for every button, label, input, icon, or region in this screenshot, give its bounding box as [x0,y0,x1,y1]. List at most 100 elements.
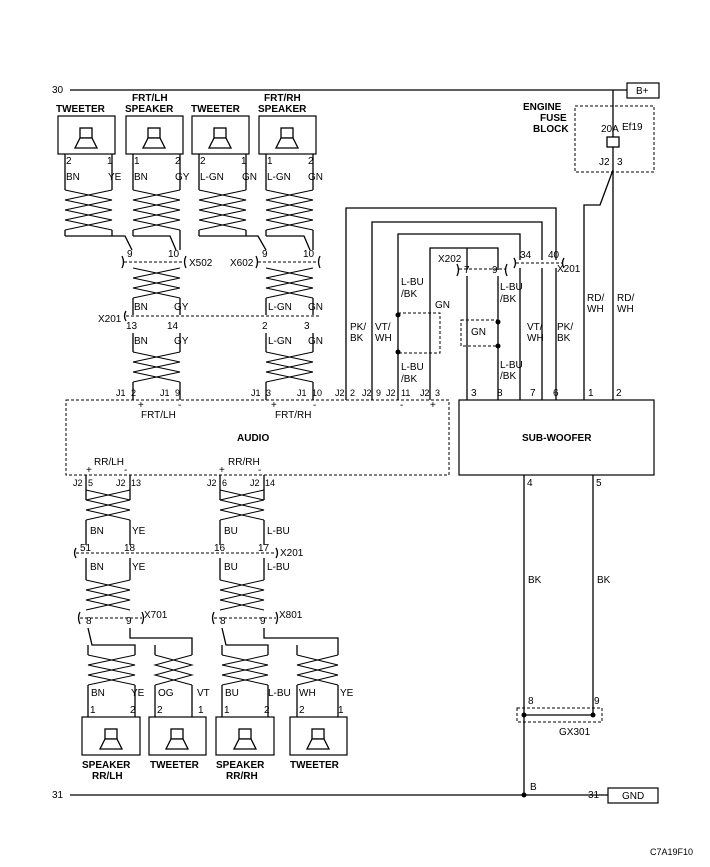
svg-text:B+: B+ [636,86,649,97]
gx301-label: GX301 [559,727,591,738]
svg-text:1: 1 [224,705,230,716]
svg-text:J2: J2 [420,388,430,398]
svg-text:3: 3 [304,321,310,332]
svg-text:L-BU: L-BU [267,562,290,573]
svg-text:2: 2 [175,156,181,167]
svg-text:WH: WH [527,333,544,344]
subwoofer-unit: SUB-WOOFER 3 8 7 6 1 2 4 5 [458,388,655,489]
svg-text:RD/: RD/ [617,293,634,304]
svg-text:L-BU: L-BU [268,688,291,699]
svg-text:YE: YE [132,526,146,537]
svg-text:SPEAKER: SPEAKER [258,104,307,115]
svg-text:TWEETER: TWEETER [290,760,340,771]
svg-text:J2: J2 [73,478,83,488]
svg-text:+: + [219,465,225,476]
svg-text:2: 2 [616,388,622,399]
svg-text:BU: BU [224,526,238,537]
svg-text:PK/: PK/ [557,322,573,333]
svg-text:X202: X202 [438,254,462,265]
svg-text:34: 34 [520,250,532,261]
svg-text:9: 9 [262,249,268,260]
svg-text:1: 1 [90,705,96,716]
svg-text:5: 5 [596,478,602,489]
svg-text:BN: BN [66,172,80,183]
svg-text:RD/: RD/ [587,293,604,304]
ground-bus: 31 B 31 GND [52,782,659,804]
svg-text:BN: BN [90,562,104,573]
svg-text:5: 5 [88,478,93,488]
svg-text:VT/: VT/ [527,322,543,333]
svg-text:OG: OG [158,688,174,699]
svg-text:L-GN: L-GN [268,336,292,347]
svg-text:+: + [430,400,436,411]
svg-text:L-GN: L-GN [268,302,292,313]
svg-text:SPEAKER: SPEAKER [216,760,265,771]
svg-text:SPEAKER: SPEAKER [82,760,131,771]
svg-text:4: 4 [527,478,533,489]
svg-text:-: - [258,465,261,476]
svg-text:8: 8 [497,388,503,399]
svg-text:1: 1 [338,705,344,716]
svg-text:9: 9 [127,249,133,260]
rear-speakers: SPEAKER RR/LH TWEETER SPEAKER RR/RH TWEE… [81,716,348,782]
svg-text:GND: GND [622,791,644,802]
svg-text:BK: BK [597,575,611,586]
svg-text:31: 31 [588,790,600,801]
svg-text:13: 13 [126,321,138,332]
svg-text:J1: J1 [297,388,307,398]
svg-text:X602: X602 [230,258,254,269]
svg-text:9: 9 [492,265,498,276]
svg-text:13: 13 [131,478,141,488]
fuse-ef19: Ef19 [622,122,643,133]
svg-text:2: 2 [262,321,268,332]
svg-text:-: - [124,465,127,476]
svg-text:ENGINE: ENGINE [523,102,562,113]
svg-text:2: 2 [66,156,72,167]
svg-text:GY: GY [174,302,189,313]
svg-text:GY: GY [175,172,190,183]
svg-text:BN: BN [134,302,148,313]
svg-text:7: 7 [464,265,470,276]
svg-text:+: + [86,465,92,476]
svg-text:+: + [271,400,277,411]
svg-text:/BK: /BK [500,371,516,382]
svg-text:31: 31 [52,790,64,801]
svg-text:VT/: VT/ [375,322,391,333]
svg-text:WH: WH [617,304,634,315]
svg-text:TWEETER: TWEETER [191,104,241,115]
svg-text:L-BU: L-BU [401,277,424,288]
svg-text:3: 3 [471,388,477,399]
svg-text:FUSE: FUSE [540,113,567,124]
svg-text:L-BU: L-BU [500,360,523,371]
connector-x602: X602 9 10 [230,249,321,269]
svg-text:1: 1 [134,156,140,167]
svg-text:BN: BN [134,172,148,183]
subwoofer-ground: BK BK 8 9 GX301 [516,475,611,795]
svg-text:2: 2 [157,705,163,716]
svg-text:J2: J2 [362,388,372,398]
svg-text:11: 11 [401,388,410,398]
svg-text:YE: YE [132,562,146,573]
svg-text:/BK: /BK [401,374,417,385]
svg-text:X201: X201 [557,264,581,275]
svg-text:VT: VT [197,688,210,699]
svg-text:X502: X502 [189,258,213,269]
svg-text:-: - [313,400,316,411]
svg-text:GN: GN [308,336,323,347]
svg-text:BN: BN [90,526,104,537]
svg-text:J1: J1 [116,388,126,398]
svg-text:14: 14 [265,478,275,488]
svg-text:FRT/LH: FRT/LH [132,93,168,104]
svg-text:J2: J2 [250,478,260,488]
svg-text:J2: J2 [207,478,217,488]
svg-text:TWEETER: TWEETER [56,104,106,115]
svg-text:RR/LH: RR/LH [92,771,123,782]
svg-text:2: 2 [264,705,270,716]
svg-text:J1: J1 [160,388,170,398]
svg-text:51: 51 [80,543,92,554]
svg-text:8: 8 [528,696,534,707]
svg-text:8: 8 [220,616,226,627]
svg-text:X201: X201 [98,314,122,325]
svg-text:YE: YE [108,172,122,183]
